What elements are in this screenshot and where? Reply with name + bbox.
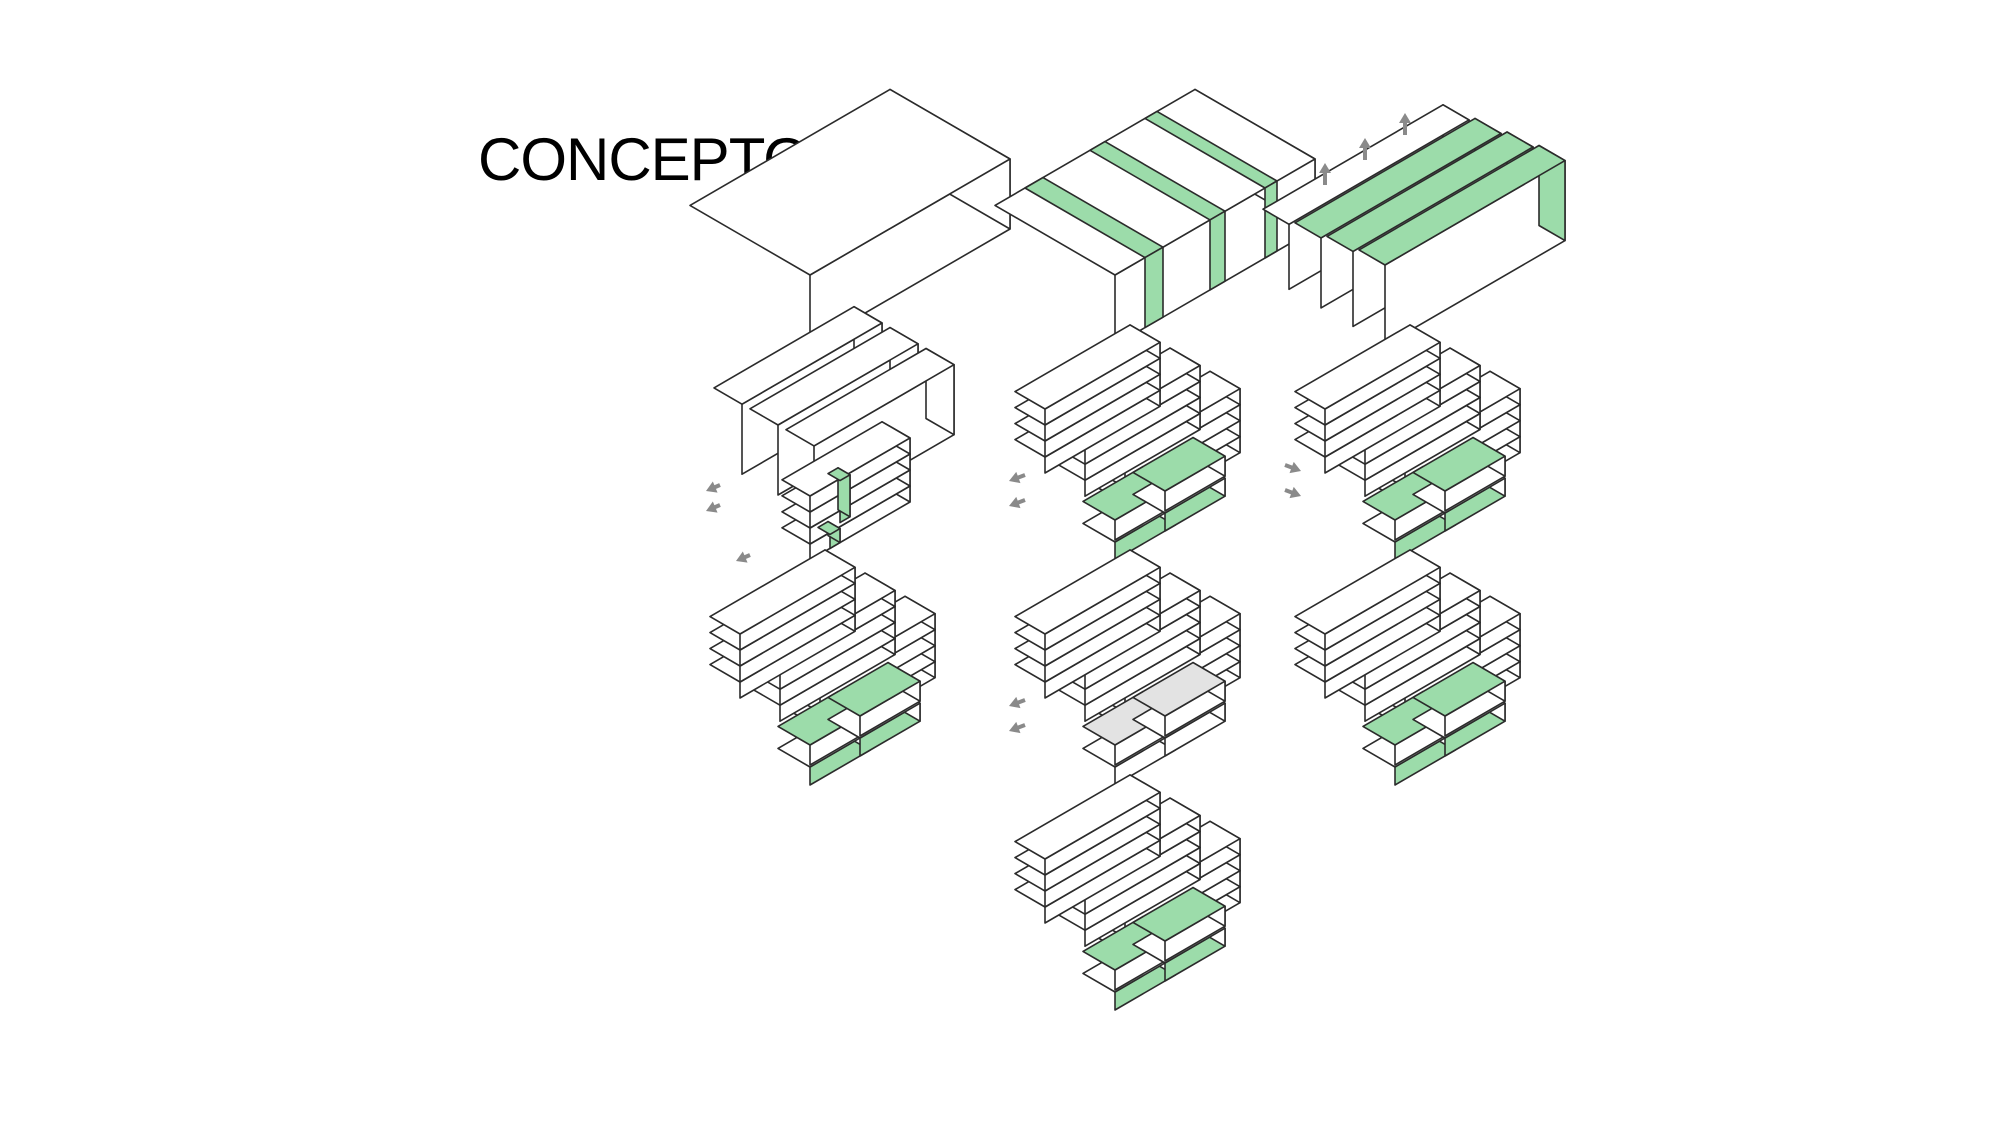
arrow-head-icon [1289,461,1301,474]
arrow-head-icon [1009,496,1021,509]
arrow-head-icon [1009,721,1021,734]
front-block-high-1-top [1132,436,1226,492]
front-floor-3-top [781,420,911,497]
arrow-head-icon [1009,696,1021,709]
arrow-head-icon [1359,138,1371,148]
slab-2-floor-3-top [709,549,856,635]
green-core-lower-top [817,520,841,536]
concept-step-1 [689,88,1011,346]
mass-top [689,88,1011,276]
concept-step-3 [1262,104,1566,346]
front-block-high-1-top [1132,661,1226,717]
concept-step-7 [709,549,936,786]
slab-2-floor-3-top [1014,774,1161,860]
concept-step-5 [1009,324,1241,561]
slab-2-floor-3-top [1014,549,1161,635]
concept-step-4 [706,305,955,563]
slab-1-top [1326,131,1534,253]
slab-1-top [785,347,955,447]
arrow-head-icon [1399,113,1411,123]
arrow-head-icon [736,551,748,563]
green-strip-front-1 [1209,210,1226,291]
concept-step-6 [1284,324,1521,561]
arrow-head-icon [706,481,718,493]
front-block-high-1-top [827,661,921,717]
concept-step-10 [1014,774,1241,1011]
slab-3-top [1262,104,1470,226]
slab-2-floor-3-top [1294,549,1441,635]
slab-2-floor-3-top [1294,324,1441,410]
slab-3-top [713,305,883,406]
concept-step-9 [1294,549,1521,786]
slab-2-top [749,326,919,426]
concept-step-2 [994,88,1316,346]
green-core-upper-top [827,466,851,482]
front-block-high-1-top [1412,661,1506,717]
slab-2-floor-3-top [1014,324,1161,410]
green-strip-front-2 [1264,180,1278,259]
slab-0-top [1358,144,1566,266]
concept-step-8 [1009,549,1241,786]
front-block-high-1-top [1412,436,1506,492]
front-block-high-1-top [1132,886,1226,942]
arrow-head-icon [1319,163,1331,173]
green-strip-front-0 [1144,246,1164,329]
arrow-head-icon [1009,471,1021,484]
slab-2-top [1294,117,1502,239]
arrow-head-icon [1289,486,1301,499]
arrow-head-icon [706,501,718,513]
